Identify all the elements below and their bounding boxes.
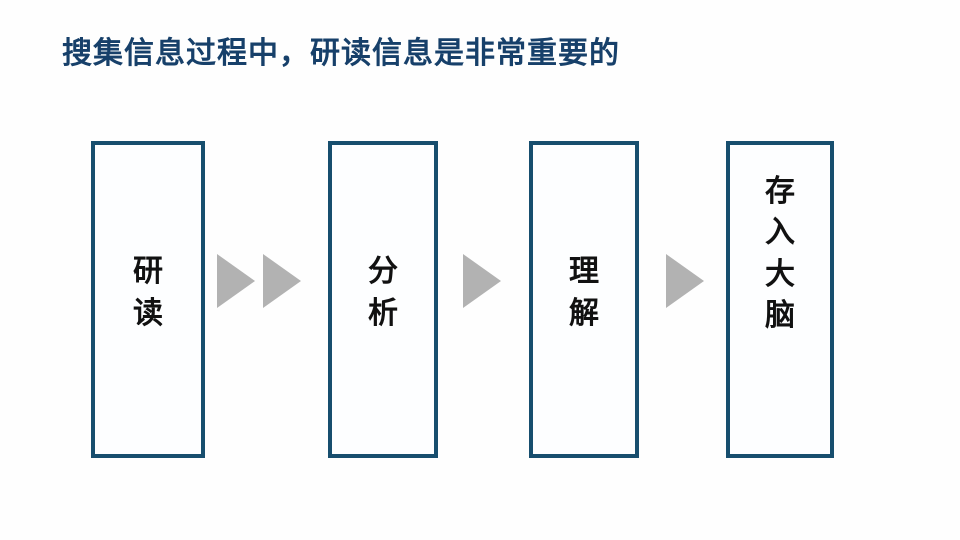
arrow-right-icon-1	[217, 254, 255, 308]
flow-step-label-2: 分析	[368, 254, 398, 331]
arrow-right-icon-2	[263, 254, 301, 308]
arrow-right-icon-4	[666, 254, 704, 308]
flow-step-label-1: 研读	[133, 254, 163, 331]
page-title: 搜集信息过程中，研读信息是非常重要的	[62, 36, 620, 71]
arrow-right-icon-3	[463, 254, 501, 308]
flow-step-box-1[interactable]: 研读	[91, 141, 205, 458]
flow-step-box-4[interactable]: 存入大脑	[726, 141, 834, 458]
flow-step-box-2[interactable]: 分析	[328, 141, 438, 458]
flow-step-label-4: 存入大脑	[765, 173, 795, 333]
flow-step-label-3: 理解	[569, 254, 599, 331]
flow-step-box-3[interactable]: 理解	[529, 141, 639, 458]
